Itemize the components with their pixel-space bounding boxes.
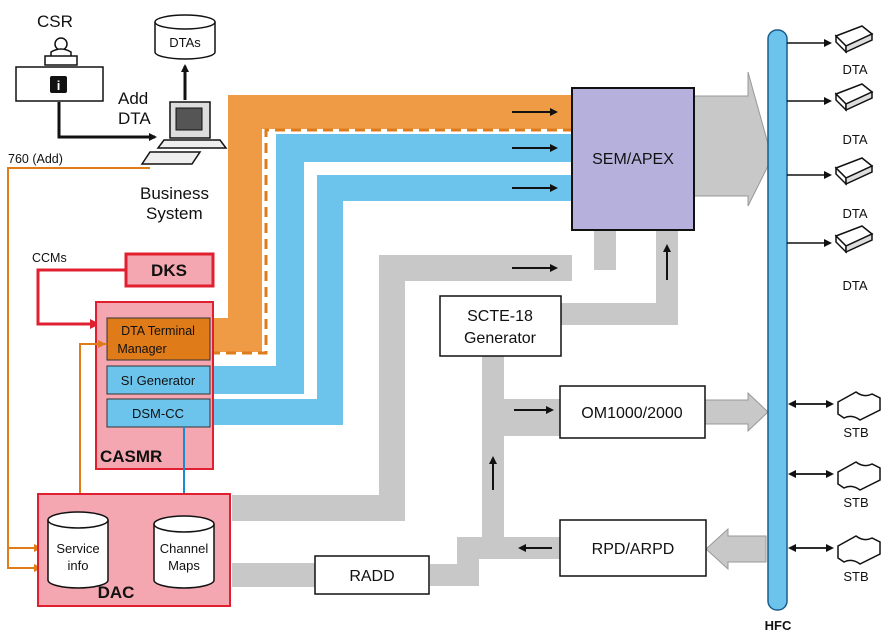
dtas-label: DTAs (169, 35, 201, 50)
dsm-cc-label: DSM-CC (132, 406, 184, 421)
csr-person-icon (44, 37, 78, 66)
dta-device-label: DTA (842, 62, 867, 77)
dks-label: DKS (151, 261, 187, 280)
hfc-label: HFC (765, 618, 792, 633)
hfc-to-rpd-arrow (705, 527, 767, 571)
dta-device-label: DTA (842, 278, 867, 293)
dta-device-label: DTA (842, 206, 867, 221)
om-label: OM1000/2000 (581, 405, 683, 422)
service-info-db-icon (47, 511, 109, 589)
svg-text:i: i (57, 78, 61, 93)
flow-band-si-gen (210, 134, 572, 394)
add760-label: 760 (Add) (8, 152, 63, 166)
dta-tm-line2: Manager (117, 342, 166, 356)
add760-line (7, 167, 150, 572)
scte18-line2: Generator (464, 330, 537, 347)
sem-apex-box (571, 87, 695, 231)
stb-device: STB (788, 535, 881, 584)
computer-icon (140, 101, 228, 165)
dta-device: DTA (787, 225, 874, 293)
dta-device-label: DTA (842, 132, 867, 147)
flow-band-rpd-om (482, 414, 560, 559)
stb-device-label: STB (843, 425, 868, 440)
csr-label: CSR (37, 12, 73, 31)
ccms-label: CCMs (32, 251, 67, 265)
stb-device-label: STB (843, 495, 868, 510)
scte18-box (439, 295, 562, 357)
info-icon (50, 76, 67, 93)
om-to-hfc-arrow (704, 391, 769, 433)
flow-band-dac-sem (232, 255, 572, 521)
radd-label: RADD (349, 568, 394, 585)
om-box (559, 385, 706, 439)
dta-tm-line1: DTA Terminal (121, 324, 195, 338)
flow-band-scte-om (482, 356, 560, 421)
radd-box (314, 555, 430, 595)
rpd-label: RPD/ARPD (592, 541, 675, 558)
flow-band-dsmcc (210, 175, 572, 425)
sem-apex-label: SEM/APEX (592, 151, 674, 168)
si-generator-box (106, 365, 211, 395)
flow-band-radd-rpd (430, 537, 560, 586)
add-dta-line1: Add (118, 89, 148, 108)
business-line1: Business (140, 184, 209, 203)
dta-terminal-manager-box (106, 317, 211, 361)
dta-device: DTA (787, 83, 874, 147)
service-info-line2: info (68, 558, 89, 573)
ccms-arrow (36, 268, 126, 329)
csr-to-business-arrow (57, 102, 157, 141)
dtas-database-icon (154, 14, 216, 60)
dta-device: DTA (787, 25, 874, 77)
business-line2: System (146, 204, 203, 223)
flow-dashed-orange (210, 128, 572, 355)
channel-maps-line2: Maps (168, 558, 200, 573)
sem-to-hfc-arrow (693, 71, 773, 207)
stb-device: STB (788, 461, 881, 510)
stb-device-label: STB (843, 569, 868, 584)
service-info-line1: Service (56, 541, 99, 556)
stb-device: STB (788, 391, 881, 440)
casmr-label: CASMR (100, 447, 162, 466)
channel-maps-line1: Channel (160, 541, 209, 556)
rpd-box (559, 519, 707, 577)
channel-maps-db-icon (153, 515, 215, 589)
flow-band-dta-tm (210, 95, 572, 352)
add-dta-line2: DTA (118, 109, 151, 128)
dsm-cc-box (106, 398, 211, 428)
hfc-bus (767, 29, 788, 611)
scte18-line1: SCTE-18 (467, 308, 533, 325)
dta-device: DTA (787, 157, 874, 221)
dac-label: DAC (98, 583, 135, 602)
si-generator-label: SI Generator (121, 373, 196, 388)
